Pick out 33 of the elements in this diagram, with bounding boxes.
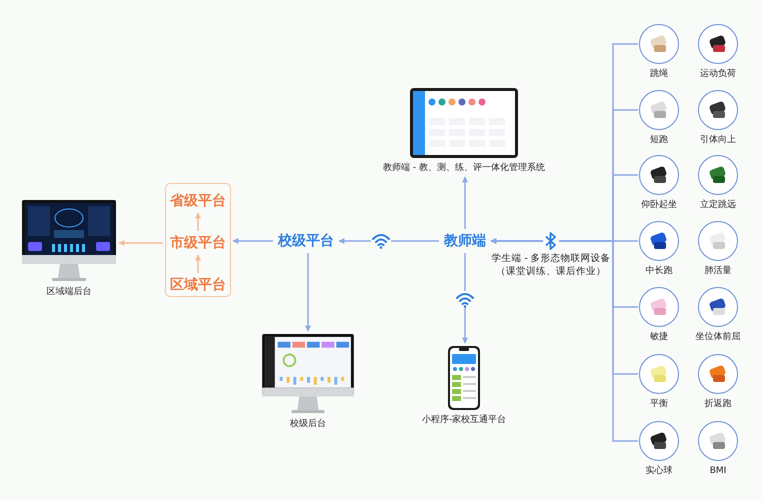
- terminal-label: 校级平台: [276, 232, 336, 250]
- arrow: [232, 238, 273, 244]
- arrow: [195, 212, 201, 231]
- platform-label: 区域平台: [166, 276, 230, 294]
- node-label: 跳绳: [650, 69, 668, 80]
- arrow: [462, 176, 468, 229]
- node-label: 短跑: [650, 135, 668, 146]
- platform-label: 市级平台: [166, 234, 230, 252]
- node-label: 校级后台: [290, 419, 326, 430]
- arrow: [118, 240, 163, 246]
- node-label: 运动负荷: [700, 69, 736, 80]
- arrow: [305, 253, 311, 332]
- device-description: 学生端 - 多形态物联网设备（课堂训练、课后作业）: [490, 252, 612, 278]
- arrow: [462, 253, 468, 344]
- node-label: 教师端 - 教、测、练、评一体化管理系统: [383, 163, 545, 174]
- node-label: 引体向上: [700, 135, 736, 146]
- node-label: 折返跑: [704, 399, 732, 410]
- node-label: 敏捷: [650, 332, 668, 343]
- node-label: 区域端后台: [46, 287, 92, 298]
- node-label: 中长跑: [646, 266, 672, 277]
- platform-label: 省级平台: [166, 192, 230, 210]
- node-label: 小程序-家校互通平台: [422, 415, 506, 426]
- node-label: 仰卧起坐: [641, 200, 677, 211]
- node-label: 立定跳远: [700, 200, 736, 211]
- terminal-label: 教师端: [442, 232, 488, 250]
- node-label: 肺活量: [704, 266, 732, 277]
- node-label: 平衡: [650, 399, 668, 410]
- node-label: 坐位体前屈: [696, 332, 740, 343]
- platform-panel: [165, 183, 231, 297]
- arrow: [195, 254, 201, 273]
- arrow: [338, 238, 439, 244]
- node-label: 实心球: [646, 466, 672, 477]
- node-label: BMI: [710, 466, 726, 477]
